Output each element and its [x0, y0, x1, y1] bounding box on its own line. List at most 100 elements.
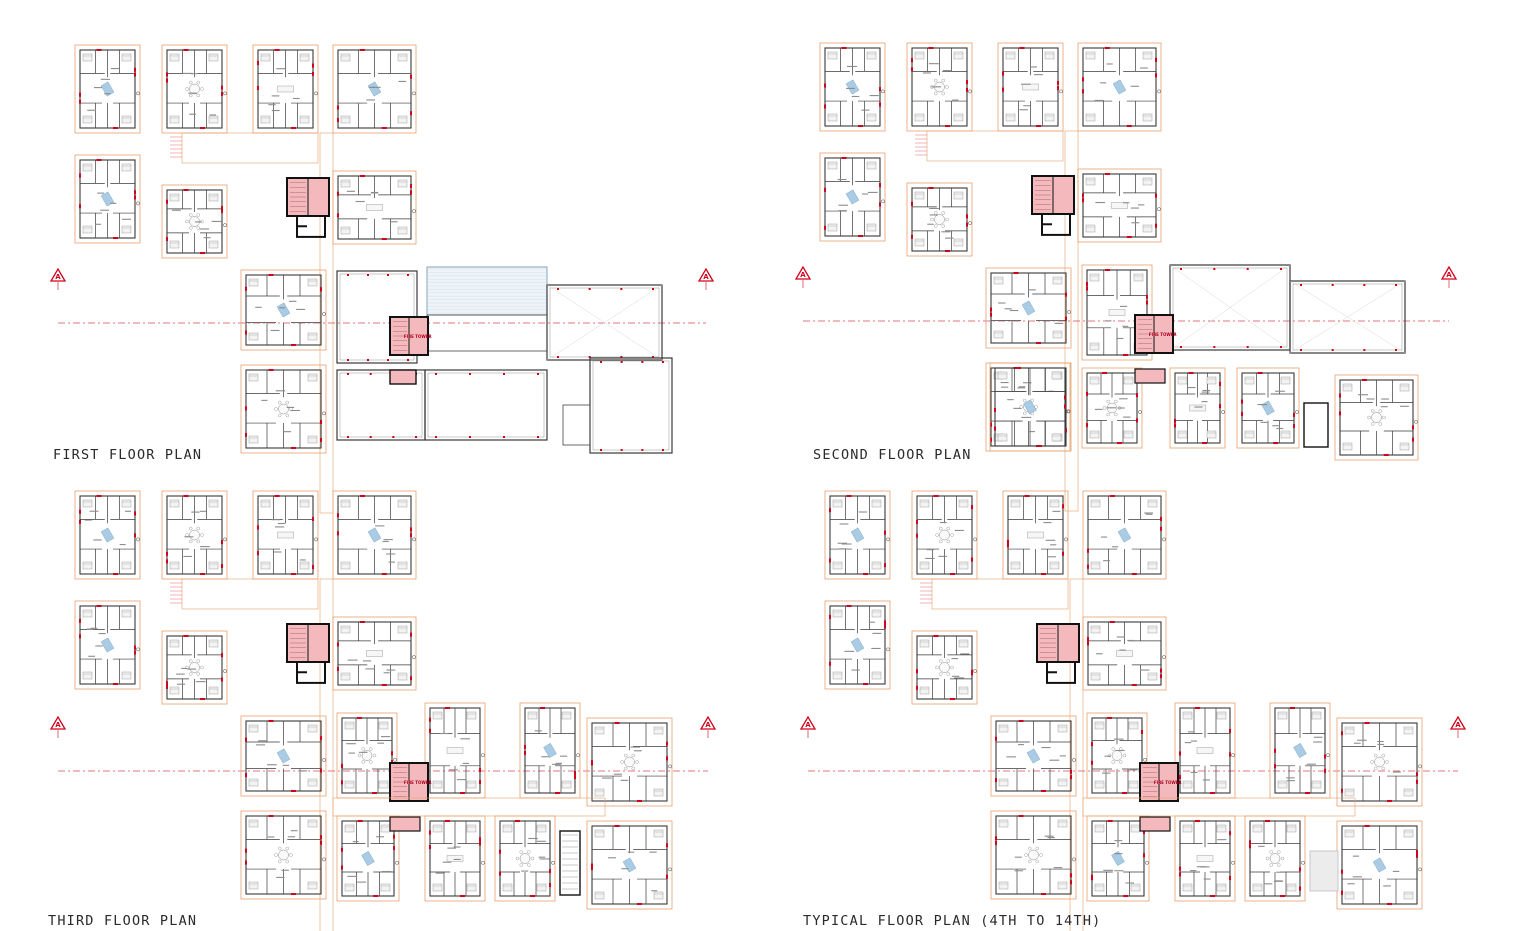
red-mark: [1082, 77, 1084, 82]
column: [1143, 757, 1147, 762]
red-mark: [257, 551, 259, 556]
bed: [82, 561, 93, 570]
apartment-unit: [1174, 702, 1236, 799]
glass-table: [845, 79, 860, 95]
red-mark: [1036, 342, 1041, 344]
room-label: [347, 875, 358, 877]
bed: [1085, 113, 1096, 122]
room-label: [922, 72, 932, 74]
chair: [285, 413, 289, 418]
room-label: [89, 510, 99, 512]
red-mark: [410, 533, 412, 538]
common-hall: [546, 284, 663, 361]
bed: [1344, 891, 1355, 900]
bed: [998, 724, 1009, 733]
room-label: [195, 221, 202, 223]
hall-inner: [1292, 283, 1403, 351]
fire-tower-label: FIRE TOWER: [1149, 332, 1177, 337]
room-label: [104, 93, 111, 95]
red-mark: [166, 78, 168, 83]
room-label: [929, 207, 939, 209]
room-label: [621, 868, 629, 870]
room-label: [199, 228, 210, 230]
red-mark: [1143, 829, 1145, 834]
red-mark: [1131, 573, 1137, 575]
dining-table: [189, 529, 200, 541]
room-label: [838, 210, 847, 212]
bed: [340, 561, 351, 570]
red-mark: [879, 102, 881, 107]
red-mark: [994, 408, 996, 413]
unit-border: [1081, 264, 1153, 361]
room-label: [1129, 769, 1138, 771]
room-label: [299, 559, 306, 561]
room-label: [377, 742, 385, 744]
common-hall: [1289, 280, 1406, 354]
column-mark: [1300, 349, 1302, 351]
red-mark: [337, 642, 339, 647]
column: [968, 89, 972, 94]
room-label: [1115, 749, 1125, 752]
red-mark: [1188, 372, 1194, 374]
room-label: [1260, 421, 1268, 423]
bed: [1057, 819, 1068, 828]
room-label: [183, 555, 193, 558]
bed: [344, 883, 355, 892]
red-mark: [1179, 872, 1181, 877]
chair: [1111, 760, 1115, 764]
bed: [594, 726, 605, 735]
bed: [919, 639, 930, 648]
apartment-unit: [74, 490, 141, 580]
red-mark: [995, 840, 997, 845]
room-label: [838, 204, 848, 206]
red-mark: [1057, 86, 1059, 91]
room-label: [1059, 755, 1066, 757]
bed: [993, 330, 1004, 339]
stair-block: [1303, 402, 1329, 448]
room-label: [1140, 67, 1148, 69]
bed: [344, 824, 355, 833]
unit-border: [161, 184, 228, 259]
red-mark: [341, 847, 343, 852]
red-mark: [274, 49, 280, 51]
red-mark: [337, 105, 339, 110]
apartment-unit: [424, 702, 486, 799]
bed: [1057, 724, 1068, 733]
red-mark: [1179, 866, 1181, 871]
room-label: [391, 221, 398, 223]
bed: [1052, 276, 1063, 285]
sofa: [1196, 855, 1214, 862]
bed: [397, 561, 408, 570]
red-mark: [879, 87, 881, 92]
room-label: [1103, 869, 1113, 871]
bed: [1252, 883, 1263, 892]
red-mark: [200, 252, 205, 254]
column-mark: [641, 449, 644, 451]
column: [223, 223, 227, 227]
room-label: [1352, 876, 1362, 878]
chair: [1265, 856, 1270, 861]
room-label: [299, 770, 308, 772]
fire-tower: FIRE TOWER: [1134, 314, 1177, 354]
bed: [1277, 711, 1288, 720]
room-label: [943, 70, 952, 72]
room-label: [552, 763, 562, 765]
section-letter: A: [705, 721, 711, 729]
room-label: [998, 302, 1006, 304]
red-mark: [410, 111, 412, 116]
red-mark: [591, 863, 593, 868]
hall-inner: [1172, 267, 1288, 348]
room-label: [928, 63, 939, 65]
room-label: [172, 209, 181, 211]
unit-border: [990, 715, 1077, 797]
room-label: [1027, 289, 1036, 291]
room-label: [1120, 305, 1128, 307]
column: [881, 199, 885, 204]
room-label: [861, 193, 869, 195]
red-mark: [245, 860, 247, 865]
room-label: [267, 764, 277, 766]
bed: [307, 778, 318, 787]
red-mark: [1155, 57, 1157, 62]
apartment-unit: [906, 182, 973, 257]
